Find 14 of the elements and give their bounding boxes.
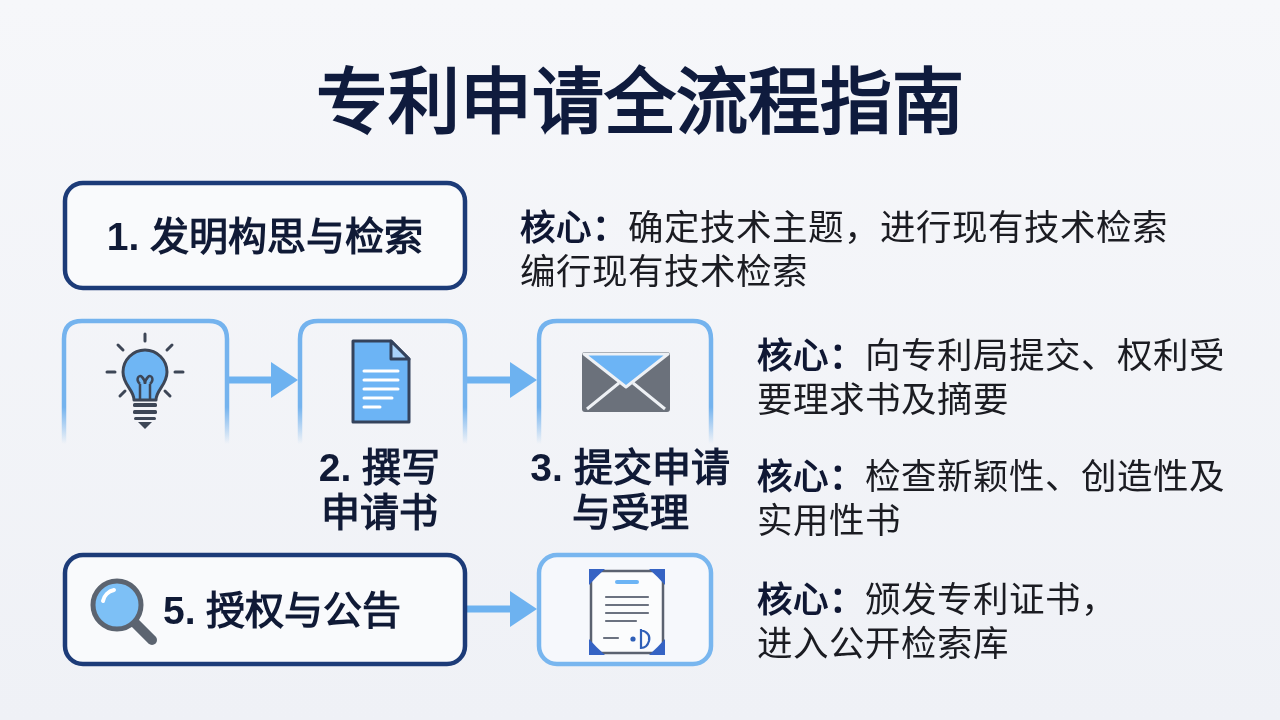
step-box xyxy=(63,553,467,666)
description-text: 核心：检查新颖性、创造性及实用性书 xyxy=(757,456,1226,543)
description-text: 核心：确定技术主题，进行现有技术检索编行现有技术检索 xyxy=(520,207,1169,294)
icon-card xyxy=(537,553,713,666)
step-title: 5. 授权与公告 xyxy=(163,587,402,632)
step-title: 3. 提交申请与受理 xyxy=(529,445,731,535)
description-text: 核心：向专利局提交、权利受要理求书及摘要 xyxy=(757,335,1226,422)
arrow xyxy=(467,591,537,627)
title: 专利申请全流程指南 xyxy=(316,61,964,144)
description-text: 核心：颁发专利证书，进入公开检索库 xyxy=(757,579,1118,666)
step-title: 2. 撰写申请书 xyxy=(317,445,442,535)
step-box xyxy=(63,181,467,290)
step-title: 1. 发明构思与检索 xyxy=(106,213,424,258)
icon-card xyxy=(62,319,229,444)
